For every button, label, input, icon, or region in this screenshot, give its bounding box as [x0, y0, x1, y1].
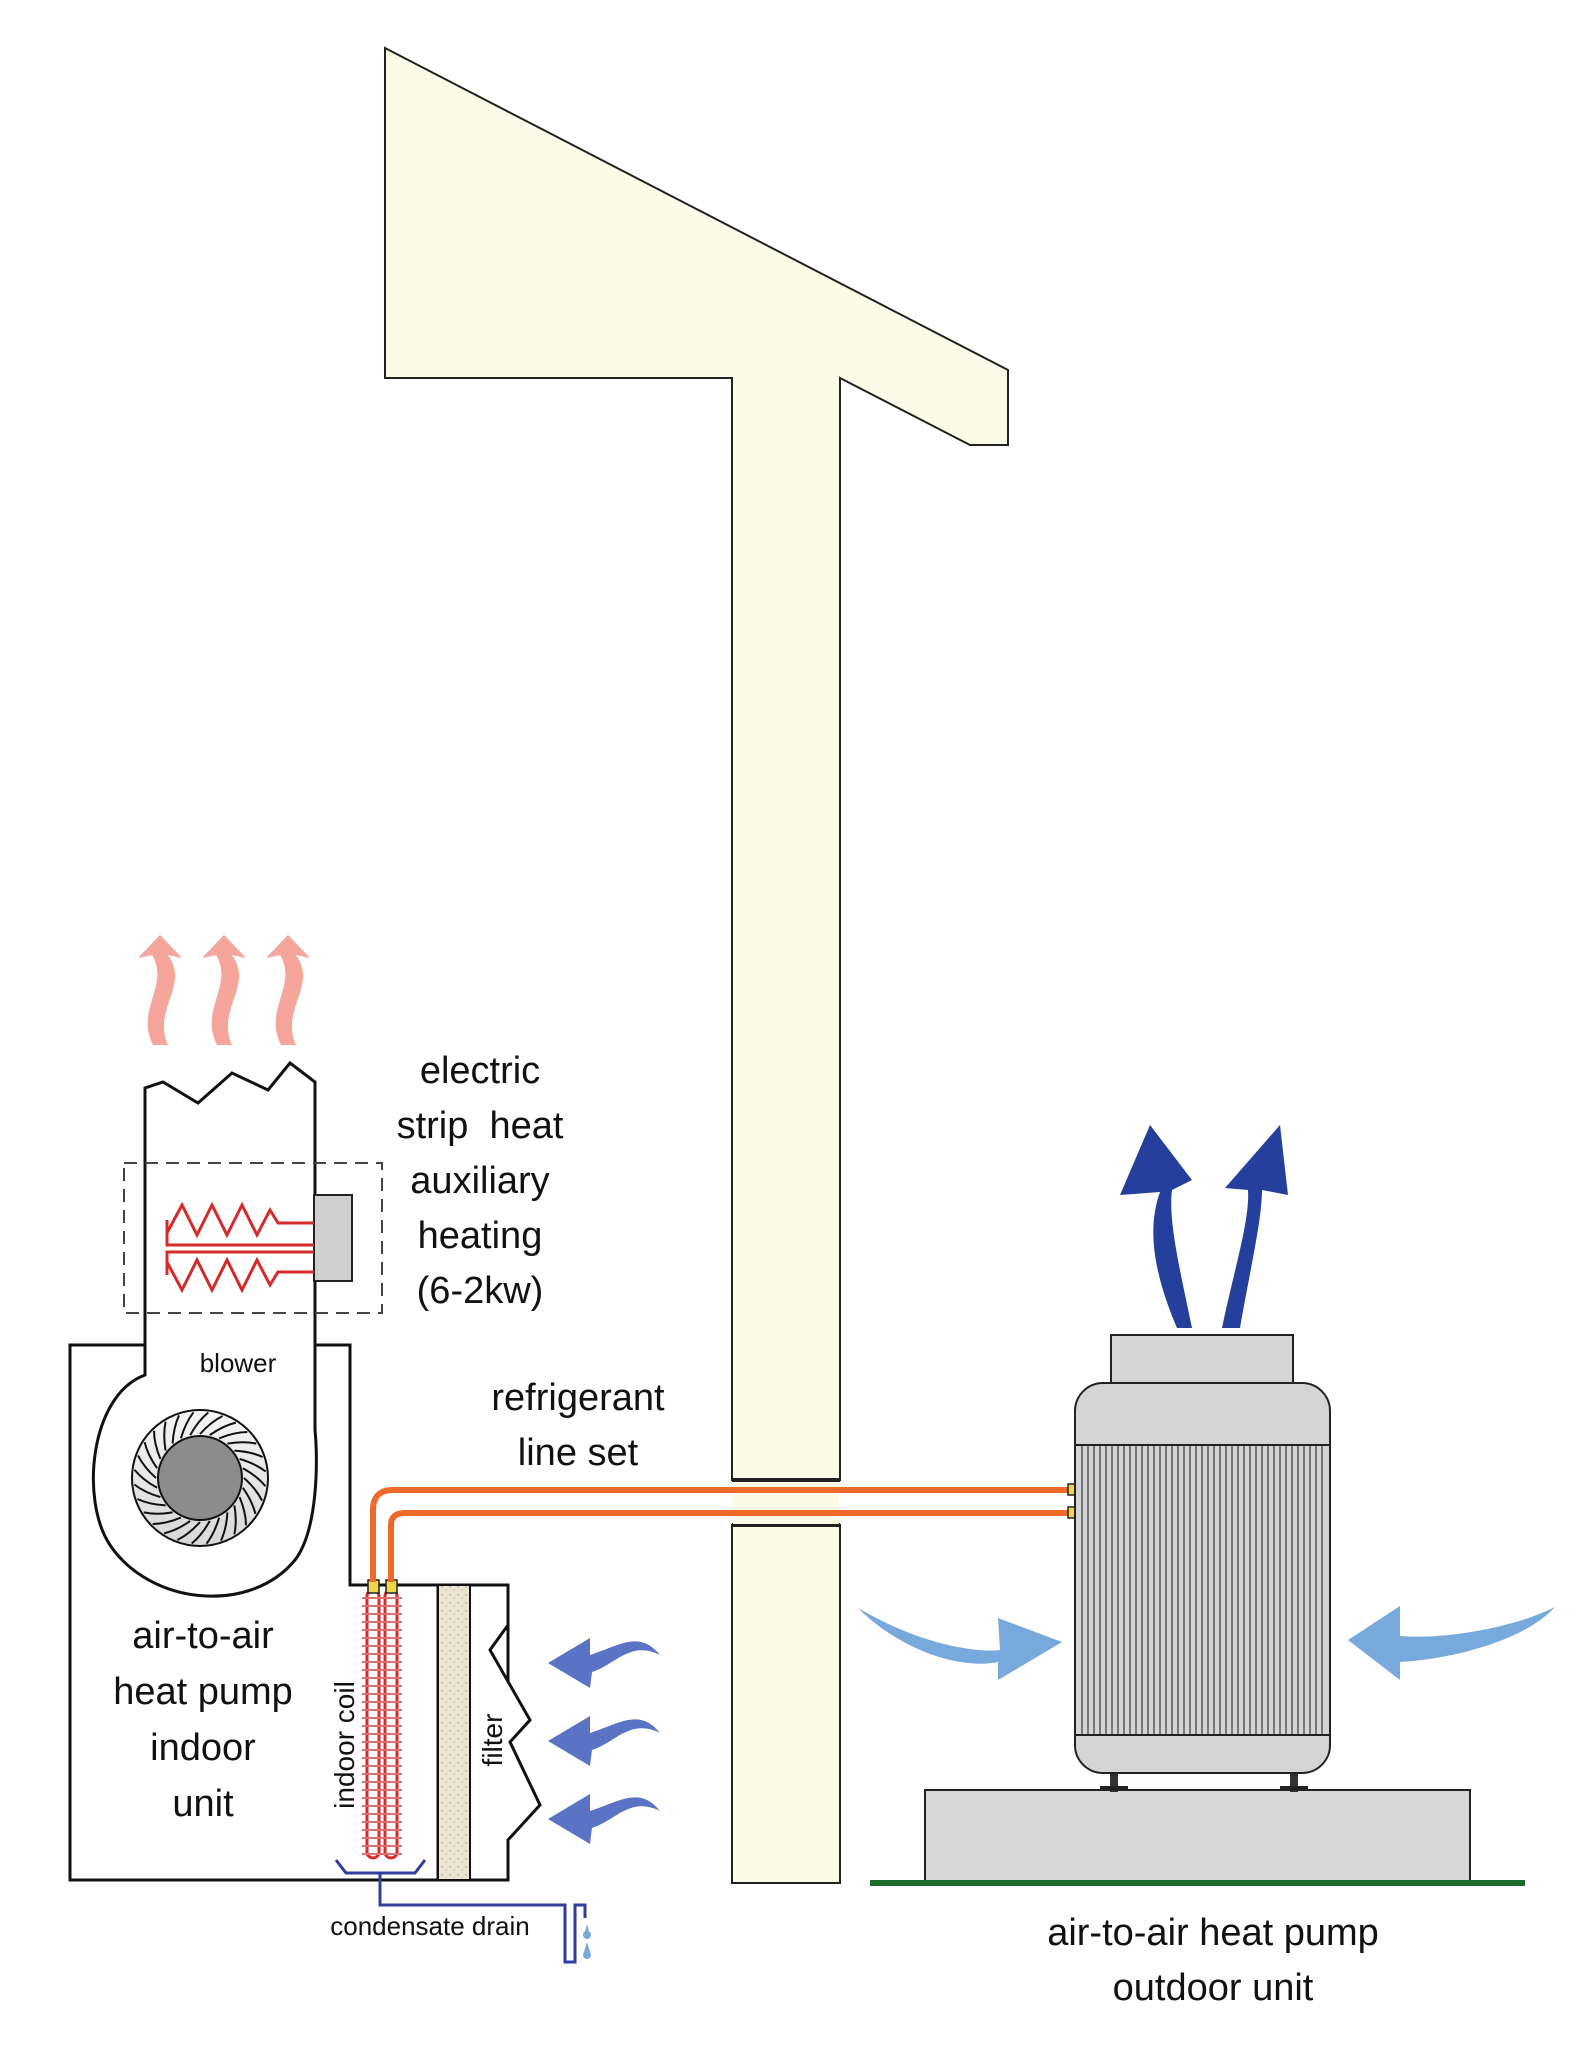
label-line: heat pump: [113, 1671, 293, 1713]
return-air-arrows: [548, 1638, 660, 1844]
indoor-coil: [362, 1579, 402, 1860]
fan-blade: [227, 1441, 257, 1445]
fan-blade: [171, 1414, 180, 1444]
label-filter: filter: [477, 1714, 508, 1767]
warm-air-arrows: [138, 935, 310, 1045]
roof: [384, 46, 1009, 1481]
label-line: strip heat: [397, 1105, 564, 1147]
fan-blade: [133, 1469, 158, 1489]
fan-blade: [239, 1457, 267, 1473]
fan-blade: [243, 1477, 263, 1502]
label-outdoor-unit: air-to-air heat pump outdoor unit: [1047, 1912, 1379, 2009]
outdoor-unit: [870, 1334, 1525, 1886]
fan-blade: [205, 1517, 221, 1545]
supply-duct: [143, 1060, 317, 1345]
label-indoor-coil: indoor coil: [329, 1681, 360, 1809]
fan-blade: [143, 1511, 173, 1515]
fan-blade: [233, 1505, 237, 1535]
blower-fan: [131, 1409, 269, 1547]
filter: [437, 1584, 471, 1881]
label-line: outdoor unit: [1113, 1967, 1314, 2009]
fan-blade: [242, 1467, 267, 1487]
condensate-drain-line: [334, 1859, 591, 1964]
outdoor-pad: [924, 1789, 1471, 1884]
label-line: heating: [418, 1215, 543, 1257]
label-line: electric: [420, 1050, 540, 1092]
label-line: (6-2kw): [417, 1270, 544, 1312]
fan-blade: [189, 1411, 209, 1436]
fan-blade: [137, 1454, 157, 1479]
fan-blade: [163, 1421, 167, 1451]
fan-blade: [176, 1521, 201, 1541]
aux-heat-box: [123, 1162, 383, 1314]
label-indoor-unit: air-to-air heat pump indoor unit: [113, 1615, 293, 1825]
fan-blade: [209, 1421, 237, 1436]
electric-strip-heater: [123, 1162, 383, 1314]
label-line: unit: [172, 1783, 234, 1825]
refrigerant-line-set: [370, 1483, 1078, 1582]
fan-blade: [238, 1496, 247, 1526]
fan-blade: [218, 1431, 248, 1440]
fan-blade: [133, 1483, 161, 1499]
fan-blade: [199, 1415, 224, 1435]
label-line: auxiliary: [410, 1160, 549, 1202]
label-line: air-to-air heat pump: [1047, 1912, 1379, 1954]
label-refrigerant-line-set: refrigerant line set: [491, 1377, 665, 1474]
fan-blade: [220, 1512, 229, 1542]
exhaust-air-arrows: [1120, 1125, 1288, 1328]
fan-blade: [143, 1441, 158, 1469]
fan-blade: [179, 1411, 195, 1439]
outdoor-intake-arrows: [858, 1606, 1555, 1680]
outdoor-fan-top: [1110, 1334, 1294, 1386]
heating-element: [165, 1201, 314, 1294]
label-line: line set: [518, 1432, 639, 1474]
fan-blade: [191, 1520, 211, 1545]
fan-blade: [234, 1449, 264, 1458]
fan-blade: [163, 1520, 191, 1535]
heater-terminal-block: [313, 1194, 353, 1282]
fan-blade: [136, 1498, 166, 1507]
label-blower: blower: [200, 1348, 277, 1378]
fan-blade: [152, 1516, 182, 1525]
wall-lower: [731, 1524, 841, 1884]
label-condensate-drain: condensate drain: [330, 1911, 529, 1941]
label-electric-strip-heat: electric strip heat auxiliary heating (6…: [397, 1050, 564, 1312]
fan-blade: [242, 1487, 257, 1515]
fan-blade: [153, 1430, 162, 1460]
label-line: air-to-air: [132, 1615, 274, 1657]
label-line: refrigerant: [491, 1377, 665, 1419]
label-line: indoor: [150, 1727, 256, 1769]
